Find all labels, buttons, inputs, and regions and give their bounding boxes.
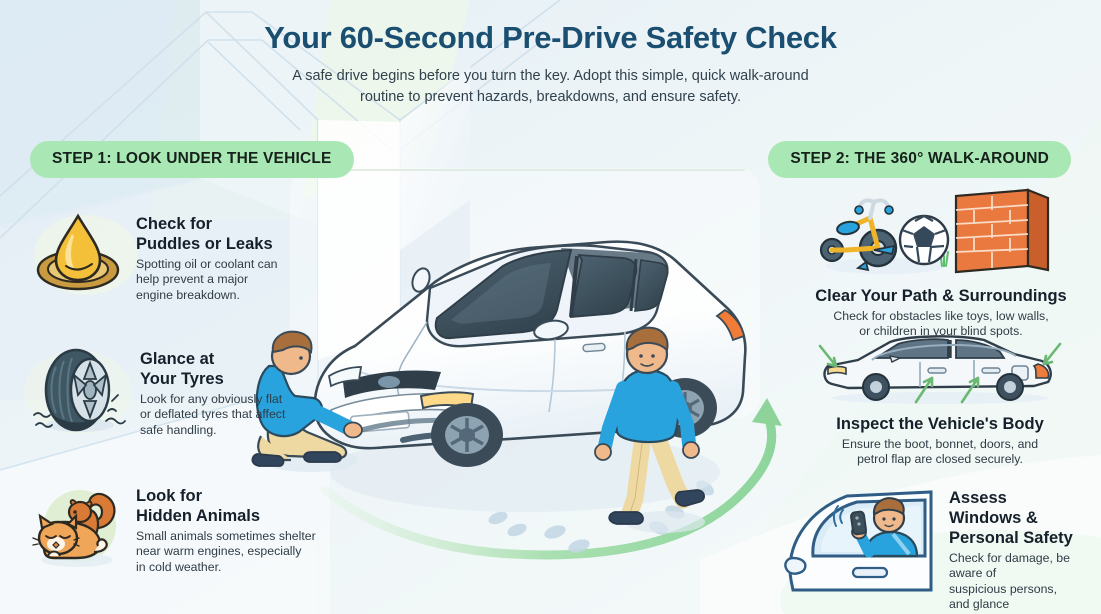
item-title: Look for Hidden Animals <box>136 487 261 525</box>
item-title: Assess Windows & Personal Safety <box>949 489 1073 547</box>
checklist-item-puddles-or-leaks: Check for Puddles or Leaks Spotting oil … <box>34 210 278 303</box>
tyre-icon <box>30 345 126 441</box>
item-body: Small animals sometimes shelter near war… <box>136 529 316 574</box>
item-title: Inspect the Vehicle's Body <box>836 415 1044 433</box>
checklist-item-inspect-vehicle-body: Inspect the Vehicle's Body Ensure the bo… <box>809 332 1071 468</box>
item-title: Check for Puddles or Leaks <box>136 215 273 253</box>
cat-squirrel-icon <box>32 482 122 574</box>
tricycle-ball-wall-icon <box>816 188 1066 278</box>
checklist-item-glance-at-tyres: Glance at Your Tyres Look for any obviou… <box>30 345 285 441</box>
page-title: Your 60-Second Pre-Drive Safety Check <box>264 20 837 55</box>
item-body: Check for damage, be aware of suspicious… <box>949 551 1070 614</box>
item-body: Ensure the boot, bonnet, doors, and petr… <box>841 437 1039 467</box>
checklist-item-assess-windows-personal-safety: Assess Windows & Personal Safety Check f… <box>784 482 1075 614</box>
item-title: Glance at Your Tyres <box>140 350 224 388</box>
signal-waves-icon <box>832 505 844 527</box>
white-sedan-car <box>313 240 747 467</box>
front-wheel <box>431 403 503 467</box>
inspect-arrows-icon <box>818 342 1062 404</box>
soccer-ball-icon <box>898 214 950 266</box>
car-window-person-keyfob-icon <box>784 482 941 600</box>
brick-wall-icon <box>954 188 1050 274</box>
walking-person <box>594 326 705 533</box>
green-walkaround-path-arrow <box>320 398 782 560</box>
item-body: Check for obstacles like toys, low walls… <box>833 309 1049 339</box>
oil-drop-puddle-icon <box>34 210 122 296</box>
kneeling-person-checking-under-car <box>251 330 363 472</box>
step-1-badge: STEP 1: LOOK UNDER THE VEHICLE <box>30 141 354 178</box>
car-side-view-icon <box>814 332 1066 406</box>
page-subtitle: A safe drive begins before you turn the … <box>292 68 809 105</box>
step-2-badge: STEP 2: THE 360° WALK-AROUND <box>768 141 1071 178</box>
tricycle-icon <box>819 198 898 272</box>
item-title: Clear Your Path & Surroundings <box>815 287 1067 305</box>
white-sedan-walkaround-illustration <box>251 160 815 580</box>
header: Your 60-Second Pre-Drive Safety Check A … <box>0 18 1101 108</box>
person-with-keyfob <box>832 497 919 558</box>
checklist-item-hidden-animals: Look for Hidden Animals Small animals so… <box>32 482 316 575</box>
item-body: Look for any obviously flat or deflated … <box>140 392 286 437</box>
checklist-item-clear-your-path: Clear Your Path & Surroundings Check for… <box>811 188 1071 340</box>
item-body: Spotting oil or coolant can help prevent… <box>136 257 278 302</box>
